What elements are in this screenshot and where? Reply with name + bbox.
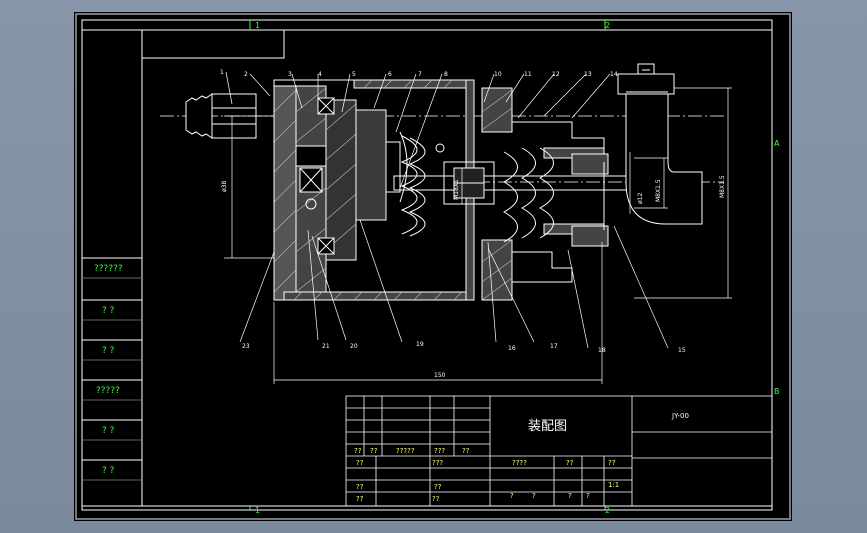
left-table-cell-1: ??????	[94, 264, 123, 274]
dim-left-height: ø38	[221, 181, 228, 192]
tb-row2-cell-1: ??	[356, 459, 364, 467]
tb-right-row2-cell-3: ?	[568, 492, 572, 500]
pump-assembly	[160, 63, 724, 301]
part-label-11: 11	[524, 71, 532, 78]
revision-box	[141, 30, 285, 59]
part-label-6: 6	[388, 71, 392, 78]
assembly-drawing: 1 2 1 2 A B ?????	[75, 13, 791, 520]
left-table-cell-6: ? ?	[102, 466, 115, 476]
dimension-texts: 150 ø38 M8X1.5 M18X1 ø12 M8X1.5	[221, 175, 726, 379]
dim-shaft-a: M18X1	[453, 179, 460, 200]
part-label-3: 3	[288, 71, 292, 78]
zone-mark-b: B	[774, 387, 780, 396]
part-label-12: 12	[552, 71, 560, 78]
dim-shaft-b: ø12	[637, 193, 644, 204]
part-label-21: 21	[322, 343, 330, 350]
left-table-cell-5: ? ?	[102, 426, 115, 436]
left-table-cell-3: ? ?	[102, 346, 115, 356]
tb-right-row-cell-3: ??	[608, 459, 616, 467]
tb-row2-cell-2: ???	[432, 459, 443, 467]
zone-mark-top-2: 2	[605, 21, 610, 30]
part-label-14: 14	[610, 71, 618, 78]
tb-right-row2-cell-2: ?	[532, 492, 536, 500]
left-table-cell-2: ? ?	[102, 306, 115, 316]
part-label-20: 20	[350, 343, 358, 350]
part-number-labels: 1 2 3 4 5 6 7 8 10 11 12 13 14 15 16 17 …	[220, 69, 686, 354]
leader-lines	[225, 71, 669, 349]
outer-frame	[75, 13, 791, 520]
zone-mark-top-1: 1	[255, 21, 260, 30]
dim-shaft-c: M8X1.5	[655, 179, 662, 202]
tb-row1-cell-1: ??	[354, 447, 362, 455]
dim-right-height: M8X1.5	[719, 175, 726, 198]
part-label-13: 13	[584, 71, 592, 78]
part-label-7: 7	[418, 71, 422, 78]
part-label-18: 18	[598, 347, 606, 354]
left-table-cell-4: ?????	[96, 386, 120, 396]
part-label-2: 2	[244, 71, 248, 78]
tb-row3-cell-2: ??	[434, 483, 442, 491]
tb-right-row-cell-1: ????	[512, 459, 527, 467]
tb-right-row-cell-2: ??	[566, 459, 574, 467]
dim-overall-length: 150	[434, 372, 446, 379]
part-label-19: 19	[416, 341, 424, 348]
part-label-23: 23	[242, 343, 250, 350]
drawing-title: 装配图	[528, 419, 567, 434]
tb-right-row2-cell-1: ?	[510, 492, 514, 500]
title-block-texts: 装配图 JY-00 ?? ?? ????? ??? ?? ?? ??? ?? ?…	[354, 412, 689, 503]
tb-row1-cell-2: ??	[370, 447, 378, 455]
zone-mark-a: A	[774, 139, 780, 148]
drawing-sheet[interactable]: 1 2 1 2 A B ?????	[74, 12, 792, 521]
part-label-17: 17	[550, 343, 558, 350]
tb-row4-cell-2: ??	[432, 495, 440, 503]
tb-row3-cell-1: ??	[356, 483, 364, 491]
part-label-16: 16	[508, 345, 516, 352]
tb-row1-cell-5: ??	[462, 447, 470, 455]
part-label-8: 8	[444, 71, 448, 78]
part-label-1: 1	[220, 69, 224, 76]
part-label-15: 15	[678, 347, 686, 354]
part-label-5: 5	[352, 71, 356, 78]
dimension-lines	[224, 87, 732, 384]
zone-mark-bottom-2: 2	[605, 506, 610, 515]
tb-scale: 1:1	[608, 481, 619, 489]
part-label-10: 10	[494, 71, 502, 78]
tb-row1-cell-3: ?????	[396, 447, 415, 455]
part-label-4: 4	[318, 71, 322, 78]
title-block	[345, 395, 773, 507]
left-annotation-table: ?????? ? ? ? ? ????? ? ? ? ?	[81, 257, 143, 507]
zone-mark-bottom-1: 1	[255, 506, 260, 515]
tb-right-row2-cell-4: ?	[586, 492, 590, 500]
tb-row1-cell-4: ???	[434, 447, 445, 455]
tb-row4-cell-1: ??	[356, 495, 364, 503]
drawing-code: JY-00	[671, 412, 689, 420]
